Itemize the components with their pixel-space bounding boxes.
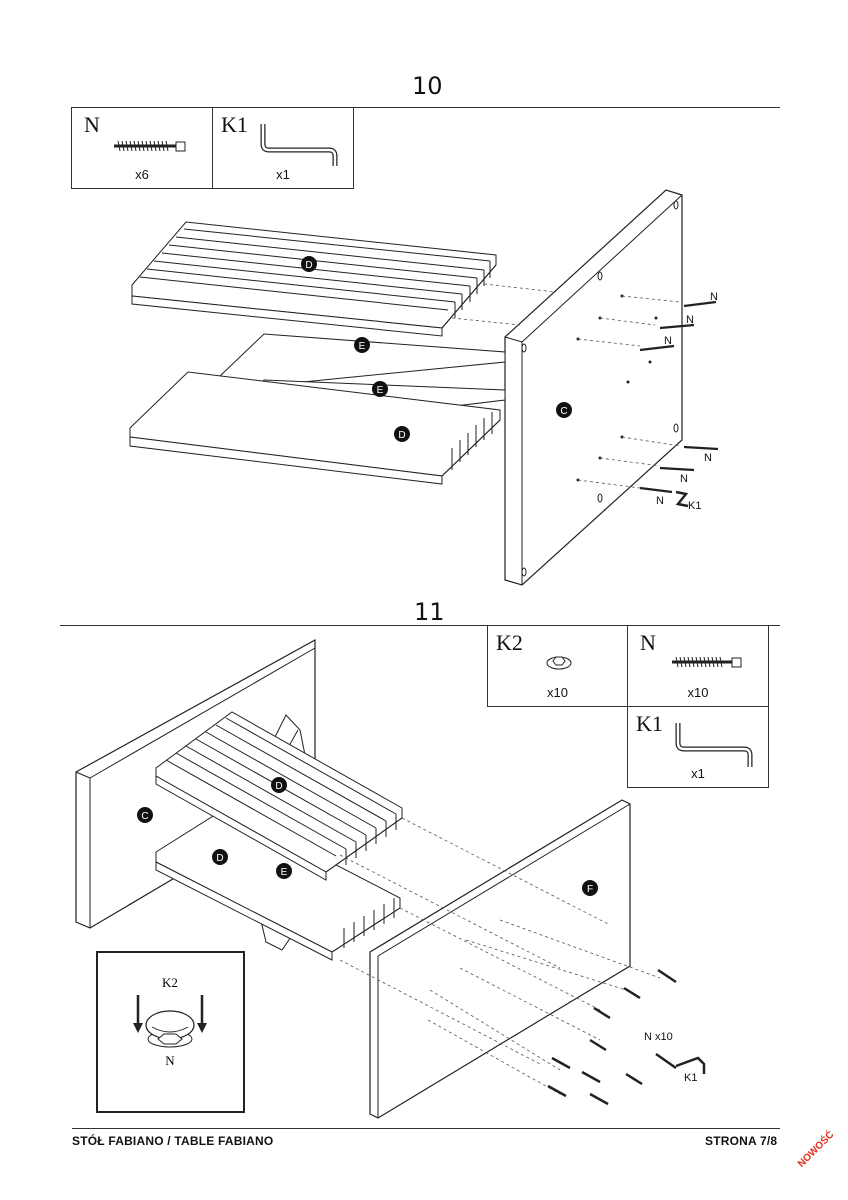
part-qty: x10 [687, 685, 709, 700]
panel-c [504, 189, 683, 586]
label-n: N [656, 495, 664, 507]
part-qty: x1 [691, 766, 705, 781]
svg-text:C: C [141, 811, 148, 822]
cam-lock-detail-icon: K2 N [133, 975, 207, 1068]
callout-e-2: E [372, 381, 388, 397]
screw-icon [672, 656, 742, 668]
allen-key-icon [260, 124, 338, 166]
part-label: K2 [496, 630, 523, 655]
svg-text:C: C [560, 406, 567, 417]
callout-d-bottom: D [212, 849, 228, 865]
svg-text:E: E [377, 385, 384, 396]
part-box-k1: K1 x1 [212, 107, 354, 189]
step-10-number: 10 [412, 72, 443, 100]
step-11-rule [60, 625, 780, 626]
callout-c: C [137, 807, 153, 823]
part-qty: x6 [135, 167, 149, 182]
part-label: N [640, 630, 656, 655]
panel-d-top [131, 221, 497, 337]
part-box-k2: K2 x10 [487, 625, 628, 707]
callout-e-1: E [354, 337, 370, 353]
label-k1: K1 [688, 500, 701, 512]
new-badge: NOWOŚĆ [796, 1129, 837, 1170]
callout-c: C [556, 402, 572, 418]
step-11-number: 11 [414, 598, 445, 626]
detail-label-k2: K2 [162, 975, 178, 990]
label-n: N [686, 314, 694, 326]
part-qty: x1 [276, 167, 290, 182]
screw-group-step11 [547, 968, 677, 1106]
cam-nut-icon [546, 656, 572, 670]
footer-rule [72, 1128, 780, 1129]
svg-text:D: D [216, 853, 223, 864]
svg-text:D: D [275, 781, 282, 792]
step-11-diagram: D C D E F N x10 K1 [75, 638, 706, 1119]
footer-title: STÓŁ FABIANO / TABLE FABIANO [72, 1134, 274, 1148]
detail-label-n: N [165, 1053, 175, 1068]
svg-text:E: E [281, 867, 288, 878]
screw-icon [114, 140, 186, 152]
callout-d-top: D [301, 256, 317, 272]
part-box-k1: K1 x1 [627, 706, 769, 788]
step-10-rule [72, 107, 780, 108]
svg-text:D: D [398, 430, 405, 441]
panel-d-bottom [129, 371, 501, 485]
allen-key-icon [675, 490, 689, 508]
callout-d-bottom: D [394, 426, 410, 442]
allen-key-icon [675, 723, 753, 767]
svg-text:D: D [305, 260, 312, 271]
label-n-x10: N x10 [644, 1031, 673, 1043]
screw-group-step10 [639, 300, 719, 494]
part-label: K1 [221, 112, 248, 137]
step-10-diagram: D E E D C N N N N N N K1 [129, 189, 719, 586]
svg-text:F: F [587, 884, 593, 895]
callout-f: F [582, 880, 598, 896]
allen-key-icon [675, 1056, 706, 1074]
part-box-n: N x10 [627, 625, 769, 707]
label-n: N [704, 452, 712, 464]
label-n: N [680, 473, 688, 485]
svg-text:E: E [359, 341, 366, 352]
footer-page-number: STRONA 7/8 [705, 1134, 778, 1148]
panel-f [369, 799, 631, 1119]
callout-e: E [276, 863, 292, 879]
callout-d-top: D [271, 777, 287, 793]
label-k1: K1 [684, 1072, 697, 1084]
label-n: N [664, 335, 672, 347]
part-label: K1 [636, 711, 663, 736]
detail-box-cam-lock: K2 N [96, 951, 245, 1113]
part-box-n: N x6 [71, 107, 213, 189]
part-label: N [84, 112, 100, 137]
label-n: N [710, 291, 718, 303]
part-qty: x10 [547, 685, 568, 700]
